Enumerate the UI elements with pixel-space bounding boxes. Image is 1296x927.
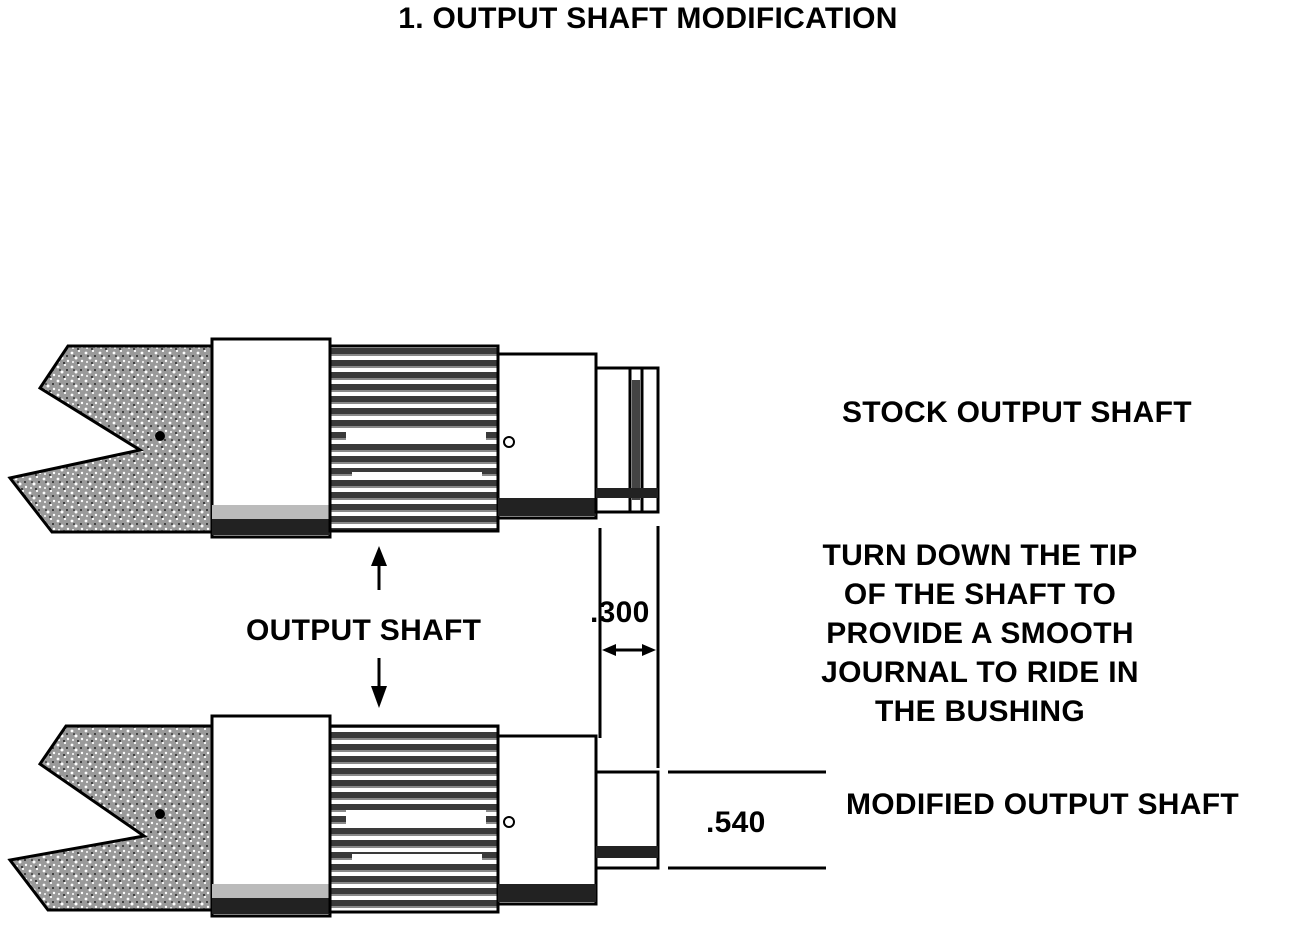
stock-shaft-collar [210,337,332,539]
stock-shaft-body [496,352,598,520]
instruction-line: PROVIDE A SMOOTH [826,617,1134,650]
modified-shaft [7,714,660,918]
dimension-300 [598,526,660,768]
modified-shaft-label: MODIFIED OUTPUT SHAFT [846,788,1239,821]
journal-diameter-dimension: .540 [706,806,766,839]
instruction-line: TURN DOWN THE TIP [822,539,1138,572]
instruction-line: THE BUSHING [875,695,1085,728]
modified-shaft-tail [7,724,216,912]
stock-shaft-label: STOCK OUTPUT SHAFT [842,396,1192,429]
diagram-title: 1. OUTPUT SHAFT MODIFICATION [398,2,898,35]
stock-shaft [7,337,660,539]
tip-length-dimension: .300 [590,596,650,629]
dimension-540 [668,770,826,870]
output-shaft-arrows [371,546,387,708]
output-shaft-label: OUTPUT SHAFT [246,614,482,647]
modified-shaft-journal [594,770,660,870]
instruction-text: TURN DOWN THE TIP OF THE SHAFT TO PROVID… [790,536,1170,731]
stock-shaft-tail [7,344,216,534]
instruction-line: OF THE SHAFT TO [843,578,1117,611]
modified-shaft-collar [210,714,332,918]
instruction-line: JOURNAL TO RIDE IN [821,656,1139,689]
stock-shaft-tip [594,366,660,514]
